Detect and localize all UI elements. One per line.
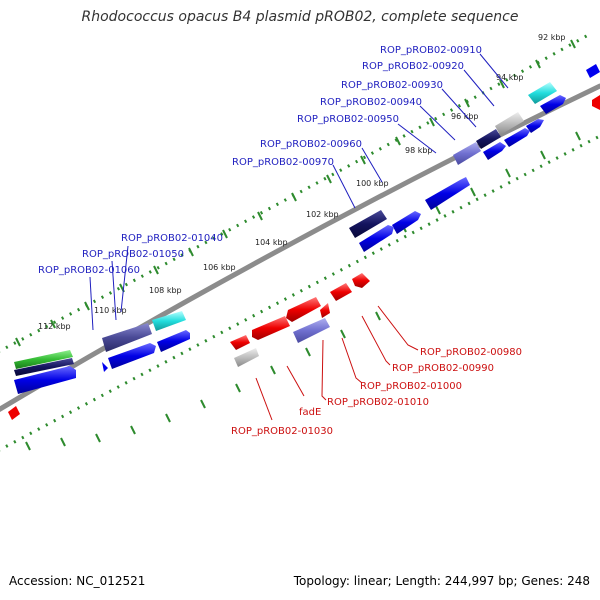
reverse-gene-labels: ROP_pROB02-00980 ROP_pROB02-00990 ROP_pR…: [231, 347, 522, 437]
scale-label-112: 112 kbp: [38, 322, 71, 331]
scale-label-100: 100 kbp: [356, 179, 389, 188]
gene-arrow: [526, 119, 544, 133]
gene-label-00960: ROP_pROB02-00960: [260, 139, 362, 150]
gene-arrow: [108, 343, 156, 369]
gene-label-01040: ROP_pROB02-01040: [121, 233, 223, 244]
forward-scale-ticks: [15, 39, 576, 347]
gene-arrow: [504, 128, 530, 147]
gene-arrow: [157, 330, 190, 352]
gene-arrow: [234, 348, 259, 367]
gene-arrow: [352, 273, 370, 288]
gene-label-01050: ROP_pROB02-01050: [82, 249, 184, 260]
gene-label-00940: ROP_pROB02-00940: [320, 97, 422, 108]
gene-label-00950: ROP_pROB02-00950: [297, 114, 399, 125]
scale-label-106: 106 kbp: [203, 263, 236, 272]
gene-arrow: [483, 142, 506, 160]
gene-arrow: [540, 95, 566, 114]
reverse-scale-ticks: [25, 131, 581, 451]
forward-leaders: [89, 53, 509, 331]
gene-arrow: [349, 210, 387, 238]
reverse-genes: [8, 95, 600, 420]
accession-text: Accession: NC_012521: [9, 574, 146, 588]
gene-label-01010: ROP_pROB02-01010: [327, 397, 429, 408]
gene-arrow: [14, 358, 74, 376]
scale-label-94: 94 kbp: [496, 73, 524, 82]
gene-arrow: [453, 142, 481, 165]
gene-arrow: [320, 303, 330, 318]
sequence-backbone: [0, 83, 600, 412]
gene-label-fadE: fadE: [299, 407, 321, 418]
topology-summary: Topology: linear; Length: 244,997 bp; Ge…: [293, 574, 590, 588]
gene-arrow: [495, 112, 524, 135]
scale-labels: 92 kbp 94 kbp 96 kbp 98 kbp 100 kbp 102 …: [38, 33, 566, 331]
gene-label-00970: ROP_pROB02-00970: [232, 157, 334, 168]
gene-arrow: [592, 95, 600, 110]
gene-arrow: [152, 311, 186, 331]
gene-arrow: [330, 283, 352, 301]
gene-label-00930: ROP_pROB02-00930: [341, 80, 443, 91]
gene-label-01000: ROP_pROB02-01000: [360, 381, 462, 392]
gene-arrow: [425, 177, 470, 210]
gene-arrow: [286, 297, 321, 322]
scale-label-96: 96 kbp: [451, 112, 479, 121]
map-title: Rhodococcus opacus B4 plasmid pROB02, co…: [81, 9, 519, 25]
gene-arrow: [293, 318, 330, 343]
gene-arrow: [102, 362, 108, 372]
gene-label-00980: ROP_pROB02-00980: [420, 347, 522, 358]
forward-gene-labels: ROP_pROB02-00910 ROP_pROB02-00920 ROP_pR…: [38, 45, 482, 276]
gene-arrow: [230, 335, 250, 350]
scale-label-92: 92 kbp: [538, 33, 566, 42]
gene-arrow: [392, 211, 421, 234]
scale-label-104: 104 kbp: [255, 238, 288, 247]
gene-arrow: [8, 406, 20, 420]
gene-arrow: [102, 323, 152, 352]
gene-arrow: [528, 82, 557, 104]
gene-arrow: [359, 225, 394, 252]
gene-label-00920: ROP_pROB02-00920: [362, 61, 464, 72]
gene-arrow: [252, 316, 290, 340]
gene-label-01030: ROP_pROB02-01030: [231, 426, 333, 437]
gene-label-01060: ROP_pROB02-01060: [38, 265, 140, 276]
scale-label-110: 110 kbp: [94, 306, 127, 315]
gene-label-00910: ROP_pROB02-00910: [380, 45, 482, 56]
gene-label-00990: ROP_pROB02-00990: [392, 363, 494, 374]
reverse-leaders: [255, 305, 419, 421]
gene-arrow: [586, 64, 600, 78]
scale-label-108: 108 kbp: [149, 286, 182, 295]
reverse-scale-track: [0, 134, 600, 452]
gene-arrow: [14, 366, 76, 394]
gene-arrow: [476, 129, 501, 149]
forward-genes: [14, 64, 600, 394]
scale-label-98: 98 kbp: [405, 146, 433, 155]
gene-arrow: [14, 350, 73, 369]
scale-label-102: 102 kbp: [306, 210, 339, 219]
